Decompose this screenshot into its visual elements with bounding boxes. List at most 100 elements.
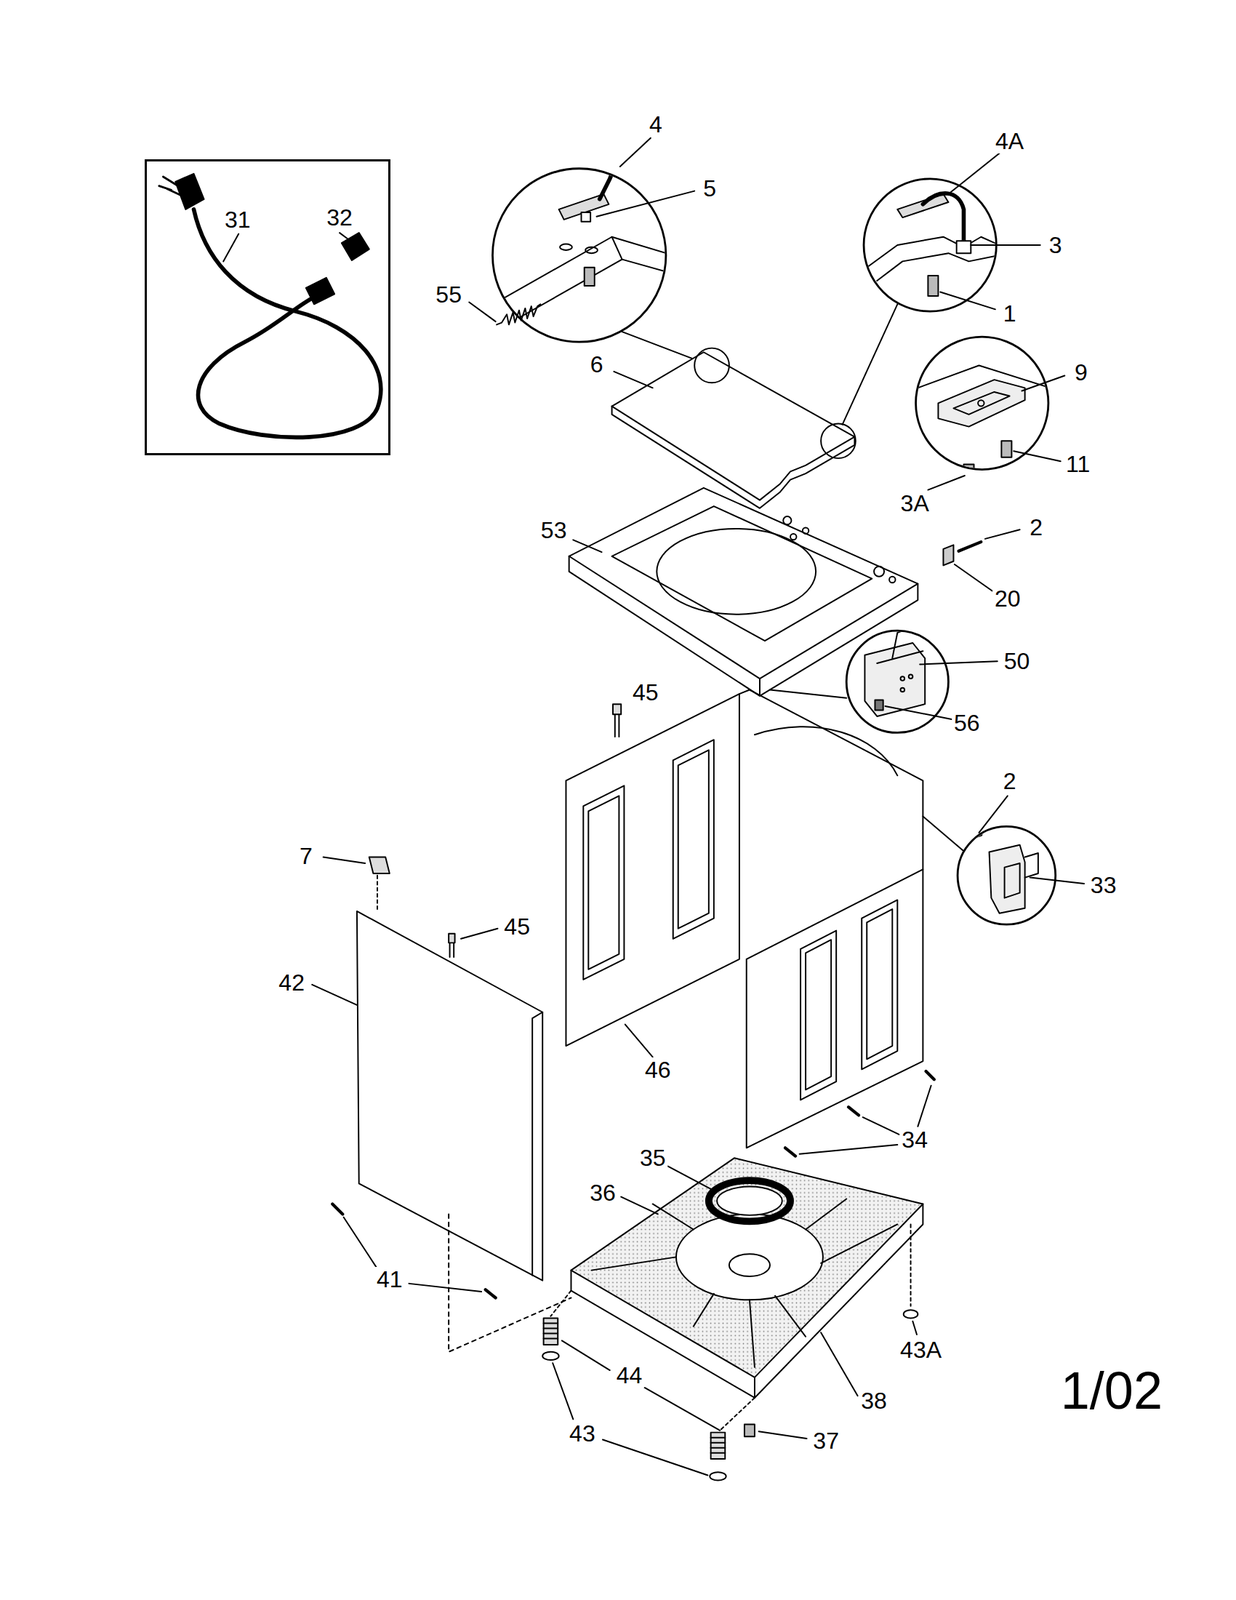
lid-switch-detail-part-part	[900, 676, 906, 681]
cabinet-part	[863, 1116, 900, 1135]
latch-detail-part	[979, 795, 1008, 832]
latch-detail-part	[1030, 877, 1085, 884]
leveling-legs-part	[709, 1471, 726, 1480]
washer-base-part	[912, 1321, 917, 1335]
slide-detail	[916, 336, 1066, 490]
slide-detail-part-part	[937, 379, 1025, 427]
cabinet-part	[799, 1144, 898, 1154]
leveling-legs-part	[550, 1290, 755, 1431]
front-panel-part	[356, 911, 543, 1281]
callout-number: 9	[1072, 359, 1090, 385]
front-panel-part	[448, 933, 455, 957]
washer-top-part	[889, 576, 896, 583]
washer-top-part	[656, 528, 816, 615]
power-cord-part	[339, 232, 348, 239]
callout-number: 2	[1027, 514, 1045, 540]
front-panel-part	[343, 1217, 377, 1268]
lid-spring-part	[496, 303, 541, 325]
callout-number: 33	[1088, 872, 1119, 898]
cabinet-part	[861, 899, 898, 1069]
lid-part	[613, 371, 653, 388]
leveling-legs-part	[744, 1423, 755, 1436]
cabinet-part	[746, 868, 924, 1148]
slide-detail-part	[1013, 450, 1061, 461]
front-panel-part	[532, 1012, 543, 1276]
washer-base-part	[570, 1203, 923, 1398]
washer-base-part	[910, 1223, 912, 1306]
callout-number: 6	[588, 351, 606, 377]
slide-detail-part-part	[1001, 440, 1012, 457]
cabinet-part	[866, 908, 893, 1059]
cabinet-part	[565, 693, 739, 1046]
slide-detail-part-part	[977, 399, 984, 406]
slide-detail-part-part	[963, 464, 974, 483]
slide-detail-part-part	[953, 391, 1010, 415]
hinge-detail-part	[596, 191, 696, 217]
lid-switch-detail-part	[884, 705, 953, 720]
callout-number: 37	[810, 1427, 842, 1453]
callout-number: 32	[324, 205, 355, 230]
washer-base-part	[620, 1196, 658, 1215]
washer-top-part	[569, 487, 919, 679]
screw-and-clip-part	[954, 564, 993, 591]
latch-detail-part-part	[969, 834, 982, 840]
washer-top-part	[783, 516, 792, 525]
front-panel-part	[460, 928, 498, 939]
lid-switch-detail-part	[864, 624, 925, 717]
callout-number: 20	[992, 586, 1023, 611]
cabinet-part	[805, 939, 832, 1090]
hinge-detail-part-part	[585, 247, 598, 254]
callout-number: 46	[642, 1057, 674, 1082]
callout-number: 11	[1063, 451, 1093, 477]
front-panel-part	[376, 875, 379, 912]
callout-number: 42	[276, 969, 307, 995]
cabinet-part	[800, 930, 837, 1101]
callout-number: 56	[951, 710, 983, 736]
leveling-legs-part	[562, 1339, 611, 1370]
callout-number: 45	[630, 679, 661, 705]
leveling-legs-part	[542, 1351, 559, 1360]
front-panel	[311, 857, 571, 1352]
power-cord-part	[223, 234, 239, 262]
hinge-detail-part-part	[581, 212, 592, 222]
hinge-detail-part-part	[489, 237, 673, 307]
screw-and-clip-part	[942, 544, 954, 565]
washer-base-part	[676, 1213, 824, 1300]
leveling-legs-part	[602, 1438, 708, 1475]
power-cord-part	[159, 176, 181, 195]
lid-switch-detail-part	[919, 660, 998, 664]
callout-number: 43A	[897, 1337, 944, 1362]
lid-part	[694, 348, 730, 384]
washer-top-part	[612, 506, 873, 641]
leveling-legs-part	[759, 1430, 808, 1439]
callout-number: 5	[700, 175, 719, 201]
leveling-legs-part	[644, 1387, 720, 1431]
cabinet-part	[754, 726, 898, 776]
washer-base-part	[729, 1253, 770, 1276]
callout-number: 38	[858, 1387, 890, 1413]
callout-number: 45	[501, 913, 533, 939]
front-panel-part	[332, 1203, 496, 1298]
lid-part	[612, 406, 856, 509]
lid-spring-part	[468, 302, 496, 323]
lid-part	[820, 423, 856, 459]
callout-number: 44	[614, 1362, 645, 1388]
hinge-detail-part-part	[612, 237, 623, 260]
leveling-legs-part	[543, 1318, 559, 1345]
washer-base-part	[716, 1186, 783, 1215]
lid-part	[612, 351, 856, 500]
cabinet-part	[583, 785, 624, 980]
washer-top-part	[802, 527, 809, 533]
cabinet-part	[678, 749, 709, 928]
callout-number: 41	[374, 1266, 405, 1292]
callout-number: 43	[567, 1420, 598, 1446]
leveling-legs-part	[552, 1362, 573, 1419]
cabinet-part	[588, 795, 619, 969]
washer-base-part	[570, 1157, 923, 1378]
latch-detail-part-part	[1025, 852, 1039, 878]
front-panel-part	[369, 857, 390, 874]
latch-detail-part	[922, 815, 964, 851]
slide-detail-part	[1021, 375, 1065, 392]
cabinet-part	[612, 703, 621, 737]
